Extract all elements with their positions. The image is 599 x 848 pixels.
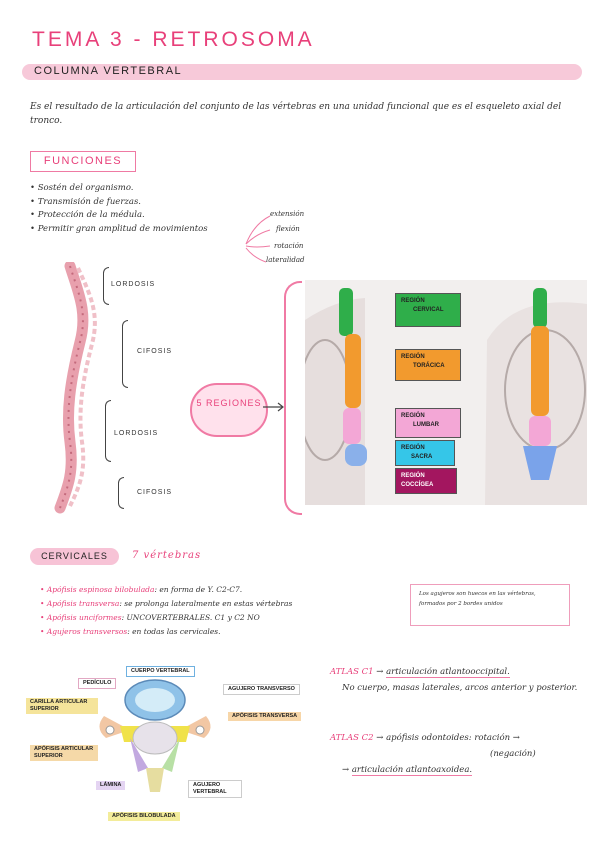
regions-cloud: 5 REGIONES: [190, 383, 268, 437]
label-cifosis-sacra: CIFOSIS: [137, 489, 173, 496]
label-lordosis-lumbar: LORDOSIS: [114, 430, 159, 437]
movement-flexion: flexión: [276, 225, 300, 233]
funciones-heading-box: FUNCIONES: [30, 151, 136, 172]
atlas-c2-articulation-line: → articulación atlantoaxoidea.: [342, 765, 473, 776]
region-lumbar-line1: REGIÓN: [401, 413, 425, 419]
region-sacra-line2: SACRA: [411, 454, 433, 460]
atlas-c1-articulation: articulación atlantooccipital.: [386, 667, 510, 678]
label-apofisis-articular-superior: APÓFISIS ARTICULAR SUPERIOR: [30, 745, 98, 761]
funciones-list: Sostén del organismo. Transmisión de fue…: [30, 182, 208, 236]
atlas-c1-description: No cuerpo, masas laterales, arcos anteri…: [342, 683, 578, 693]
atlas-c2-block: ATLAS C2 → apófisis odontoides: rotación…: [330, 730, 580, 778]
label-cifosis-toracica: CIFOSIS: [137, 348, 173, 355]
label-apofisis-transversa: APÓFISIS TRANSVERSA: [228, 712, 302, 721]
movement-arrows: [245, 215, 271, 263]
region-cervical-line2: CERVICAL: [413, 307, 444, 313]
skeleton-illustration: [305, 288, 587, 505]
label-lordosis-cervical: LORDOSIS: [111, 281, 156, 288]
term: Apófisis espinosa bilobulada: [46, 585, 155, 594]
atlas-c1-label: ATLAS C1: [330, 667, 374, 677]
movement-laterality: lateralidad: [266, 256, 305, 264]
list-item: Sostén del organismo.: [30, 182, 208, 196]
section-band: [22, 64, 582, 80]
label-carilla-articular-superior: CARILLA ARTICULAR SUPERIOR: [26, 698, 98, 714]
atlas-c2-line: ATLAS C2 → apófisis odontoides: rotación…: [330, 733, 520, 743]
list-item: Protección de la médula.: [30, 209, 208, 223]
region-coccigea-line1: REGIÓN: [401, 473, 425, 479]
label-lamina: LÁMINA: [96, 781, 126, 790]
region-lumbar-box: REGIÓN LUMBAR: [395, 408, 461, 438]
term: Agujeros transversos: [46, 627, 128, 636]
list-item: Apófisis espinosa bilobulada: en forma d…: [40, 583, 292, 597]
movement-extension: extensión: [270, 210, 305, 218]
term: Apófisis unciformes: [46, 613, 122, 622]
list-item: Permitir gran amplitud de movimientos: [30, 223, 208, 237]
region-toracica-line2: TORÁCICA: [413, 363, 445, 369]
region-coccigea-line2: COCCÍGEA: [401, 482, 434, 488]
cervical-vertebra-illustration: [99, 679, 211, 792]
region-cervical-line1: REGIÓN: [401, 298, 425, 304]
regions-cloud-text: 5 REGIONES: [196, 398, 262, 408]
list-item: Agujeros transversos: en todas las cervi…: [40, 625, 292, 639]
atlas-c2-label: ATLAS C2: [330, 733, 374, 743]
agujeros-note: Los agujeros son huecos en las vértebras…: [410, 584, 570, 626]
section-title: COLUMNA VERTEBRAL: [34, 65, 183, 77]
spine-side-illustration: [54, 262, 97, 514]
label-apofisis-bilobulada: APÓFISIS BILOBULADA: [108, 812, 180, 821]
label-cuerpo-vertebral: CUERPO VERTEBRAL: [126, 666, 195, 677]
region-coccigea-box: REGIÓN COCCÍGEA: [395, 468, 457, 494]
page-title: TEMA 3 - RETROSOMA: [32, 28, 315, 51]
cervicales-heading: CERVICALES: [41, 551, 108, 561]
description: : se prolonga lateralmente en estas vért…: [119, 599, 293, 608]
description: : en forma de Y. C2-C7.: [154, 585, 243, 594]
spine-regions-figure: REGIÓN CERVICAL REGIÓN TORÁCICA REGIÓN L…: [305, 280, 587, 505]
list-item: Transmisión de fuerzas.: [30, 196, 208, 210]
term: Apófisis transversa: [46, 599, 120, 608]
region-toracica-line1: REGIÓN: [401, 354, 425, 360]
region-sacra-box: REGIÓN SACRA: [395, 440, 455, 466]
brace-lordosis-lumbar: [105, 400, 111, 462]
movement-rotation: rotación: [274, 242, 304, 250]
description: : UNCOVERTEBRALES. C1 y C2 NO: [121, 613, 260, 622]
label-agujero-vertebral: AGUJERO VERTEBRAL: [188, 780, 242, 798]
list-item: Apófisis transversa: se prolonga lateral…: [40, 597, 293, 611]
region-lumbar-line2: LUMBAR: [413, 422, 439, 428]
atlas-c2-paren: (negación): [490, 749, 536, 759]
funciones-heading: FUNCIONES: [43, 155, 123, 167]
description: : en todas las cervicales.: [127, 627, 221, 636]
cervicales-heading-pill: CERVICALES: [30, 548, 119, 565]
cloud-arrow: [263, 402, 284, 412]
brace-cifosis-sacra: [118, 477, 124, 509]
intro-paragraph: Es el resultado de la articulación del c…: [30, 102, 562, 126]
atlas-c2-text: apófisis odontoides: rotación: [386, 733, 511, 743]
cervicales-count: 7 vértebras: [132, 550, 202, 561]
region-cervical-box: REGIÓN CERVICAL: [395, 293, 461, 327]
label-pediculo: PEDÍCULO: [78, 678, 117, 689]
label-agujero-transverso: AGUJERO TRANSVERSO: [223, 684, 300, 695]
atlas-c2-articulation: articulación atlantoaxoidea.: [351, 765, 473, 776]
cervicales-list: Apófisis espinosa bilobulada: en forma d…: [40, 583, 293, 639]
region-sacra-line1: REGIÓN: [401, 445, 425, 451]
list-item: Apófisis unciformes: UNCOVERTEBRALES. C1…: [40, 611, 292, 625]
brace-cifosis-toracica: [122, 320, 128, 388]
regions-brace: [284, 281, 302, 515]
brace-lordosis-cervical: [103, 267, 109, 305]
region-toracica-box: REGIÓN TORÁCICA: [395, 349, 461, 381]
atlas-c1-line: ATLAS C1 → articulación atlantooccipital…: [330, 667, 510, 678]
atlas-c1-block: ATLAS C1 → articulación atlantooccipital…: [330, 664, 580, 696]
